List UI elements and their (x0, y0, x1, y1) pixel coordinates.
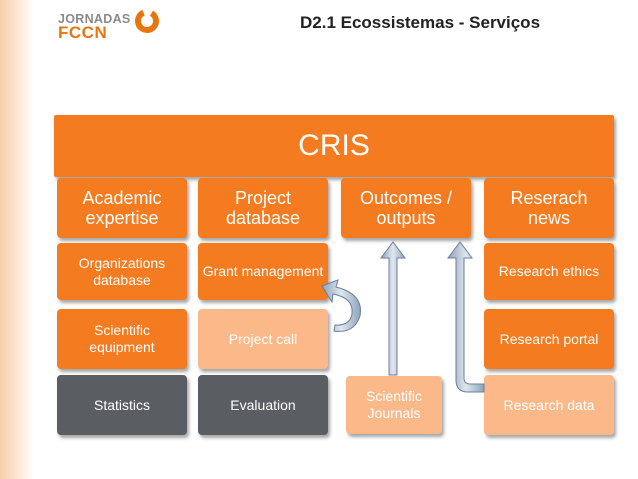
scientific-equipment-box: Scientific equipment (57, 309, 187, 369)
outcomes-outputs-box: Outcomes / outputs (341, 178, 471, 238)
left-decorative-bar (0, 0, 34, 479)
statistics-box: Statistics (57, 375, 187, 435)
research-portal-box: Research portal (484, 309, 614, 369)
logo: JORNADAS FCCN (58, 12, 131, 42)
evaluation-box: Evaluation (198, 375, 328, 435)
project-call-box: Project call (198, 309, 328, 369)
research-ethics-box: Research ethics (484, 243, 614, 300)
grant-project-call-curved-arrow (321, 279, 361, 332)
cris-banner: CRIS (54, 115, 614, 177)
grant-management-box: Grant management (198, 243, 328, 300)
reserach-news-box: Reserach news (484, 178, 614, 238)
research-data-to-outputs-arrow (447, 241, 485, 393)
logo-ring-icon (135, 9, 159, 33)
organizations-database-box: Organizations database (57, 243, 187, 300)
scientific-journals-box: Scientific Journals (346, 376, 442, 434)
logo-line-1: JORNADAS (58, 12, 131, 26)
academic-expertise-box: Academic expertise (57, 178, 187, 238)
slide-title: D2.1 Ecossistemas - Serviços (300, 13, 541, 32)
logo-line-2: FCCN (58, 23, 108, 42)
project-database-box: Project database (198, 178, 328, 238)
journals-to-outputs-arrow (380, 241, 406, 376)
research-data-box: Research data (484, 375, 614, 435)
